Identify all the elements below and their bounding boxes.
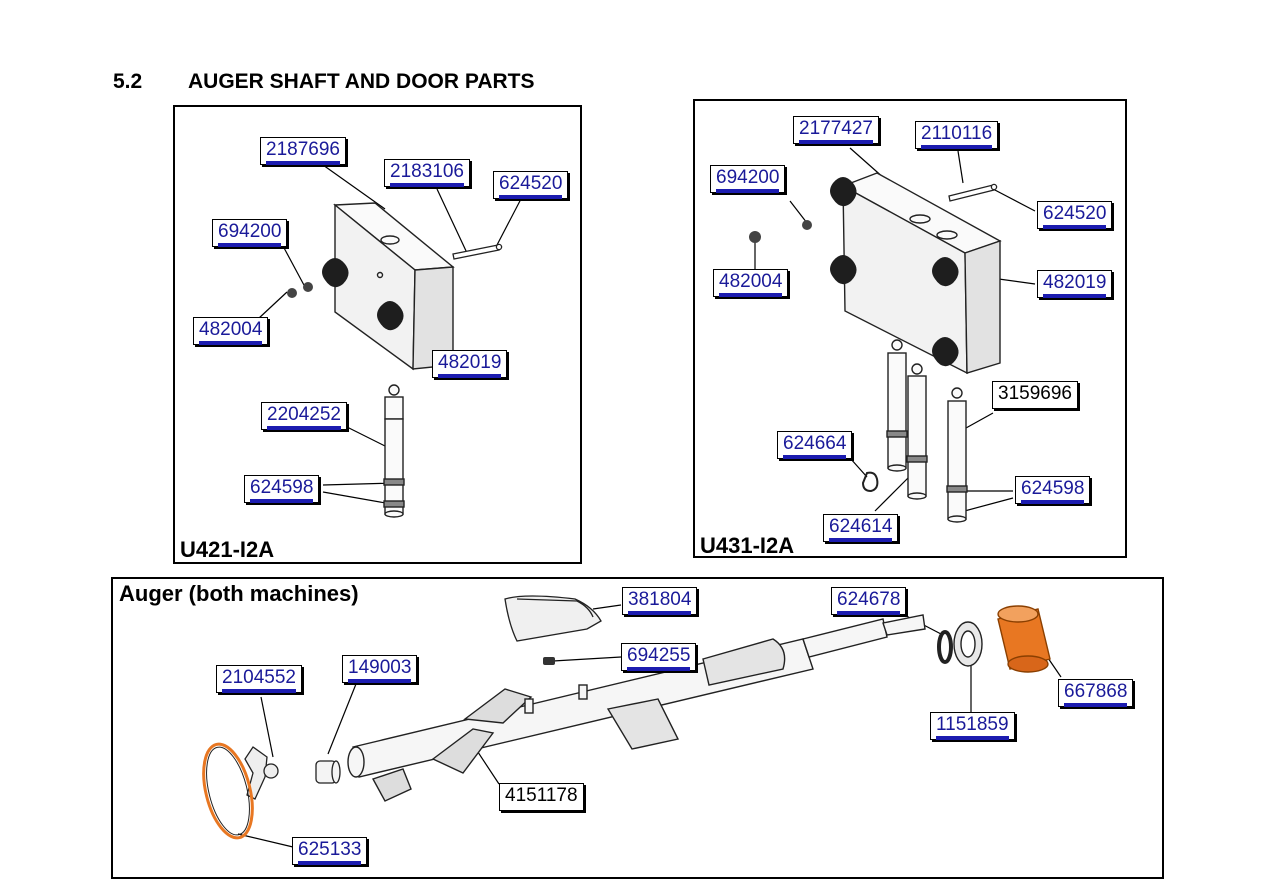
callout-text: 482019 [1043, 272, 1107, 298]
callout-624664[interactable]: 624664 [777, 431, 853, 459]
callout-text: 3159696 [998, 383, 1072, 404]
callout-text: 482019 [438, 352, 502, 378]
callout-624598[interactable]: 624598 [244, 475, 320, 503]
callout-text: 624598 [250, 477, 314, 503]
callout-2204252[interactable]: 2204252 [261, 402, 347, 430]
callout-text: 482004 [199, 319, 263, 345]
panel-title-u431: U431-I2A [700, 533, 795, 558]
callout-4151178[interactable]: 4151178 [499, 783, 584, 811]
callout-text: 694200 [716, 167, 780, 193]
callout-text: 2110116 [921, 123, 993, 149]
callout-text: 2177427 [799, 118, 873, 144]
auger-exploded-view [202, 595, 1062, 848]
callout-2183106[interactable]: 2183106 [384, 159, 470, 187]
knob-482019 [322, 258, 404, 331]
callout-text: 694255 [627, 645, 691, 671]
callout-text: 624598 [1021, 478, 1085, 504]
callout-694255[interactable]: 694255 [621, 643, 697, 671]
door-block [841, 172, 1002, 375]
panel-u431: 2177427 2110116 694200 624520 482004 482… [693, 99, 1127, 558]
callout-624678[interactable]: 624678 [831, 587, 907, 615]
callout-2177427[interactable]: 2177427 [793, 116, 879, 144]
callout-2104552[interactable]: 2104552 [216, 665, 302, 693]
callout-text: 482004 [719, 271, 783, 297]
section-title: AUGER SHAFT AND DOOR PARTS [188, 70, 535, 93]
callout-text: 1151859 [936, 714, 1009, 740]
o-ring-625133 [202, 742, 254, 840]
callout-text: 624520 [499, 173, 563, 199]
auger-shaft-4151178 [347, 614, 926, 802]
callout-text: 2187696 [266, 139, 340, 165]
callout-text: 624520 [1043, 203, 1107, 229]
u431-exploded-view [749, 147, 1036, 523]
panel-title-u421: U421-I2A [180, 537, 275, 562]
callout-482019[interactable]: 482019 [1037, 270, 1113, 298]
callout-667868[interactable]: 667868 [1058, 679, 1134, 707]
callout-text: 624678 [837, 589, 901, 615]
callout-text: 4151178 [505, 785, 578, 806]
callout-text: 149003 [348, 657, 412, 683]
callout-text: 624614 [829, 516, 893, 542]
knob-482019 [830, 177, 959, 367]
door-block [333, 202, 455, 371]
callout-1151859[interactable]: 1151859 [930, 712, 1015, 740]
callout-text: 2204252 [267, 404, 341, 430]
collar-667868 [997, 605, 1051, 673]
auger-guard-381804 [504, 595, 602, 642]
callout-text: 2104552 [222, 667, 296, 693]
u421-exploded-view [257, 164, 523, 518]
callout-624598[interactable]: 624598 [1015, 476, 1091, 504]
section-number: 5.2 [113, 70, 143, 93]
callout-3159696[interactable]: 3159696 [992, 381, 1078, 409]
callout-text: 624664 [783, 433, 847, 459]
callout-2187696[interactable]: 2187696 [260, 137, 346, 165]
callout-text: 625133 [298, 839, 362, 865]
hinge-pin-2204252 [383, 384, 405, 518]
panel-auger: Auger (both machines) 381804 624678 6942… [111, 577, 1164, 879]
hinge-pins [886, 339, 968, 523]
callout-381804[interactable]: 381804 [622, 587, 698, 615]
callout-482004[interactable]: 482004 [713, 269, 789, 297]
callout-text: 667868 [1064, 681, 1128, 707]
callout-624614[interactable]: 624614 [823, 514, 899, 542]
callout-text: 694200 [218, 221, 282, 247]
callout-482004[interactable]: 482004 [193, 317, 269, 345]
callout-149003[interactable]: 149003 [342, 655, 418, 683]
callout-624520[interactable]: 624520 [1037, 201, 1113, 229]
callout-694200[interactable]: 694200 [710, 165, 786, 193]
panel-title-auger: Auger (both machines) [119, 581, 359, 606]
panel-u421: 2187696 2183106 624520 694200 482004 482… [173, 105, 582, 564]
callout-text: 2183106 [390, 161, 464, 187]
callout-482019[interactable]: 482019 [432, 350, 508, 378]
callout-625133[interactable]: 625133 [292, 837, 368, 865]
callout-624520[interactable]: 624520 [493, 171, 569, 199]
callout-2110116[interactable]: 2110116 [915, 121, 999, 149]
callout-694200[interactable]: 694200 [212, 219, 288, 247]
callout-text: 381804 [628, 589, 692, 615]
